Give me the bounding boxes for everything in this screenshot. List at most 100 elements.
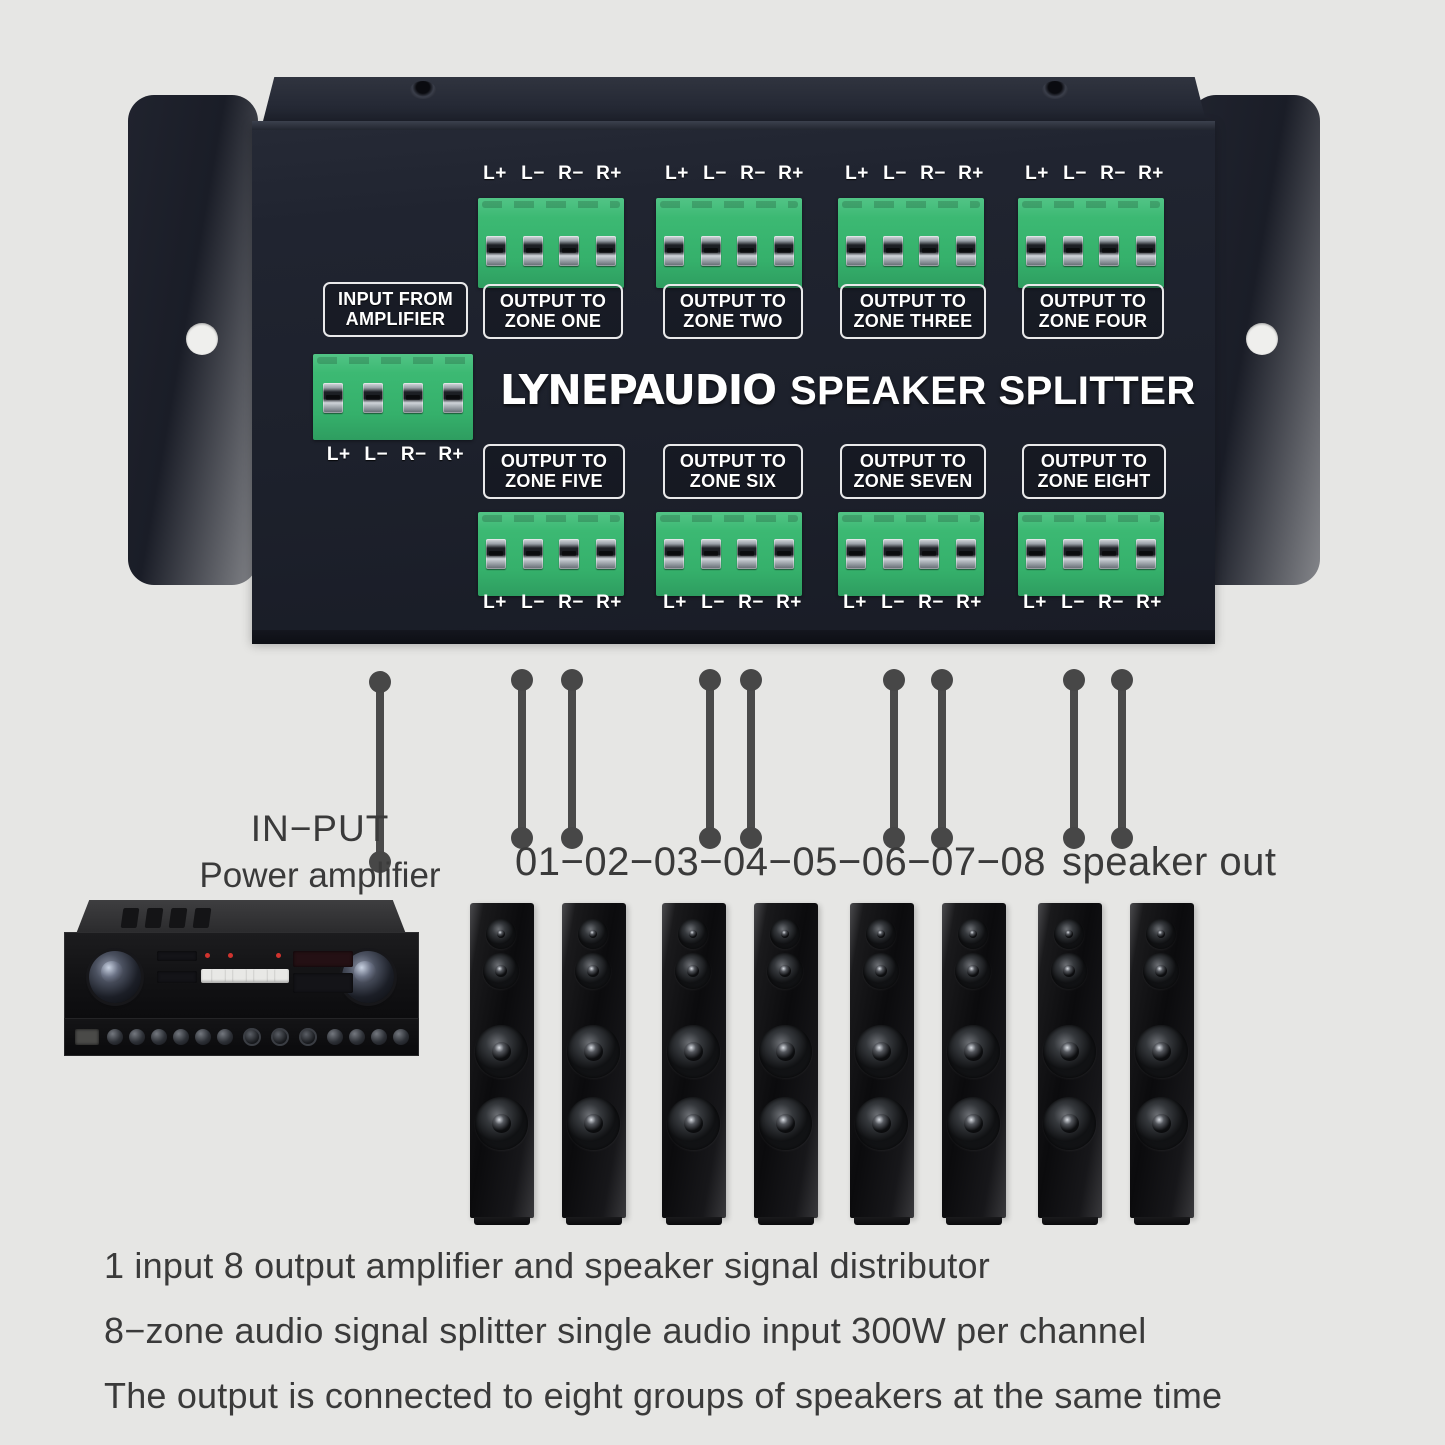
terminal-screw[interactable] <box>1135 236 1156 266</box>
terminal-screw[interactable] <box>559 236 580 266</box>
tweeter-driver <box>1054 919 1084 949</box>
speaker-tower-03 <box>662 903 726 1225</box>
terminal-screw[interactable] <box>443 383 463 413</box>
plate-line1: OUTPUT TO <box>679 291 787 311</box>
terminal-block-zone-one[interactable] <box>478 198 624 288</box>
device-bottom-edge <box>252 630 1215 644</box>
pin-label: R− <box>740 163 766 184</box>
function-button[interactable] <box>253 969 268 983</box>
terminal-screw[interactable] <box>737 539 758 569</box>
vent-slot <box>120 908 140 928</box>
pin-label: R+ <box>596 592 622 613</box>
terminal-screw[interactable] <box>1135 539 1156 569</box>
terminal-block-zone-six[interactable] <box>656 512 802 596</box>
terminal-screw[interactable] <box>919 236 940 266</box>
tone-dial[interactable] <box>217 1029 233 1045</box>
tone-dial[interactable] <box>173 1029 189 1045</box>
tone-dial[interactable] <box>195 1029 211 1045</box>
terminal-screw[interactable] <box>486 236 507 266</box>
terminal-screw[interactable] <box>323 383 343 413</box>
terminal-screw[interactable] <box>664 539 685 569</box>
terminal-screw[interactable] <box>955 539 976 569</box>
power-switch[interactable] <box>75 1029 99 1045</box>
terminal-screw[interactable] <box>595 539 616 569</box>
function-button[interactable] <box>274 969 289 983</box>
terminal-screw[interactable] <box>846 236 867 266</box>
terminal-screw[interactable] <box>773 539 794 569</box>
pin-label: L+ <box>326 444 351 465</box>
function-button[interactable] <box>232 969 247 983</box>
terminal-screw[interactable] <box>882 539 903 569</box>
pin-label: L+ <box>483 163 507 184</box>
terminal-screw[interactable] <box>919 539 940 569</box>
speaker-tower-08 <box>1130 903 1194 1225</box>
woofer-driver-lower <box>855 1097 908 1150</box>
terminal-screw[interactable] <box>403 383 423 413</box>
volume-knob-left[interactable] <box>89 951 141 1003</box>
plate-zone-one: OUTPUT TO ZONE ONE <box>483 284 623 340</box>
terminal-screw[interactable] <box>363 383 383 413</box>
pin-label: R− <box>558 163 584 184</box>
product-description: 1 input 8 output amplifier and speaker s… <box>104 1248 1354 1443</box>
woofer-driver-upper <box>1043 1025 1096 1078</box>
pin-labels-zone-six: L+ L− R− R+ <box>656 592 808 614</box>
tone-dial[interactable] <box>129 1029 145 1045</box>
connector-input <box>369 671 391 873</box>
function-button[interactable] <box>211 969 226 983</box>
speaker-tower-01 <box>470 903 534 1225</box>
mic-jack[interactable] <box>299 1028 317 1046</box>
terminal-screw[interactable] <box>846 539 867 569</box>
terminal-screw[interactable] <box>1026 236 1047 266</box>
terminal-screw[interactable] <box>773 236 794 266</box>
zone-numbers-text: 01−02−03−04−05−06−07−08 <box>515 840 1046 884</box>
terminal-screw[interactable] <box>522 236 543 266</box>
terminal-screw[interactable] <box>1099 539 1120 569</box>
woofer-driver-upper <box>947 1025 1000 1078</box>
terminal-screw[interactable] <box>700 236 721 266</box>
tone-dial[interactable] <box>107 1029 123 1045</box>
tweeter-driver <box>958 919 988 949</box>
terminal-screw[interactable] <box>1026 539 1047 569</box>
tone-dial[interactable] <box>327 1029 343 1045</box>
terminal-screw[interactable] <box>595 236 616 266</box>
terminal-screw[interactable] <box>522 539 543 569</box>
mic-jack[interactable] <box>271 1028 289 1046</box>
pin-labels-zone-four: L+ L− R− R+ <box>1018 163 1170 185</box>
plate-zone-seven: OUTPUT TO ZONE SEVEN <box>840 444 986 500</box>
terminal-screw[interactable] <box>1062 236 1083 266</box>
speaker-out-text: speaker out <box>1061 840 1277 884</box>
terminal-screw[interactable] <box>1099 236 1120 266</box>
terminal-block-zone-eight[interactable] <box>1018 512 1164 596</box>
woofer-driver-upper <box>759 1025 812 1078</box>
tone-dial[interactable] <box>371 1029 387 1045</box>
plate-line2: ZONE SIX <box>689 471 777 492</box>
terminal-block-zone-two[interactable] <box>656 198 802 288</box>
tone-dial[interactable] <box>151 1029 167 1045</box>
terminal-screw[interactable] <box>664 236 685 266</box>
terminal-screw[interactable] <box>737 236 758 266</box>
terminal-screw[interactable] <box>700 539 721 569</box>
speaker-tower-02 <box>562 903 626 1225</box>
terminal-block-zone-three[interactable] <box>838 198 984 288</box>
woofer-driver-lower <box>1043 1097 1096 1150</box>
terminal-screw[interactable] <box>1062 539 1083 569</box>
terminal-screw[interactable] <box>882 236 903 266</box>
tone-dial[interactable] <box>349 1029 365 1045</box>
mic-jack[interactable] <box>243 1028 261 1046</box>
terminal-block-zone-four[interactable] <box>1018 198 1164 288</box>
pin-labels-zone-three: L+ L− R− R+ <box>838 163 990 185</box>
tweeter-driver <box>866 919 896 949</box>
amplifier-mode-display <box>157 971 197 983</box>
pin-label: L− <box>364 444 389 465</box>
terminal-block-zone-seven[interactable] <box>838 512 984 596</box>
woofer-driver-lower <box>475 1097 528 1150</box>
terminal-screw[interactable] <box>486 539 507 569</box>
plate-line1: OUTPUT TO <box>499 291 607 311</box>
tone-dial[interactable] <box>393 1029 409 1045</box>
terminal-screw[interactable] <box>559 539 580 569</box>
terminal-block-input[interactable] <box>313 354 473 440</box>
terminal-block-zone-five[interactable] <box>478 512 624 596</box>
brand-suffix-text: SPEAKER SPLITTER <box>789 369 1196 413</box>
terminal-screw[interactable] <box>955 236 976 266</box>
plate-line1: OUTPUT TO <box>500 451 608 471</box>
